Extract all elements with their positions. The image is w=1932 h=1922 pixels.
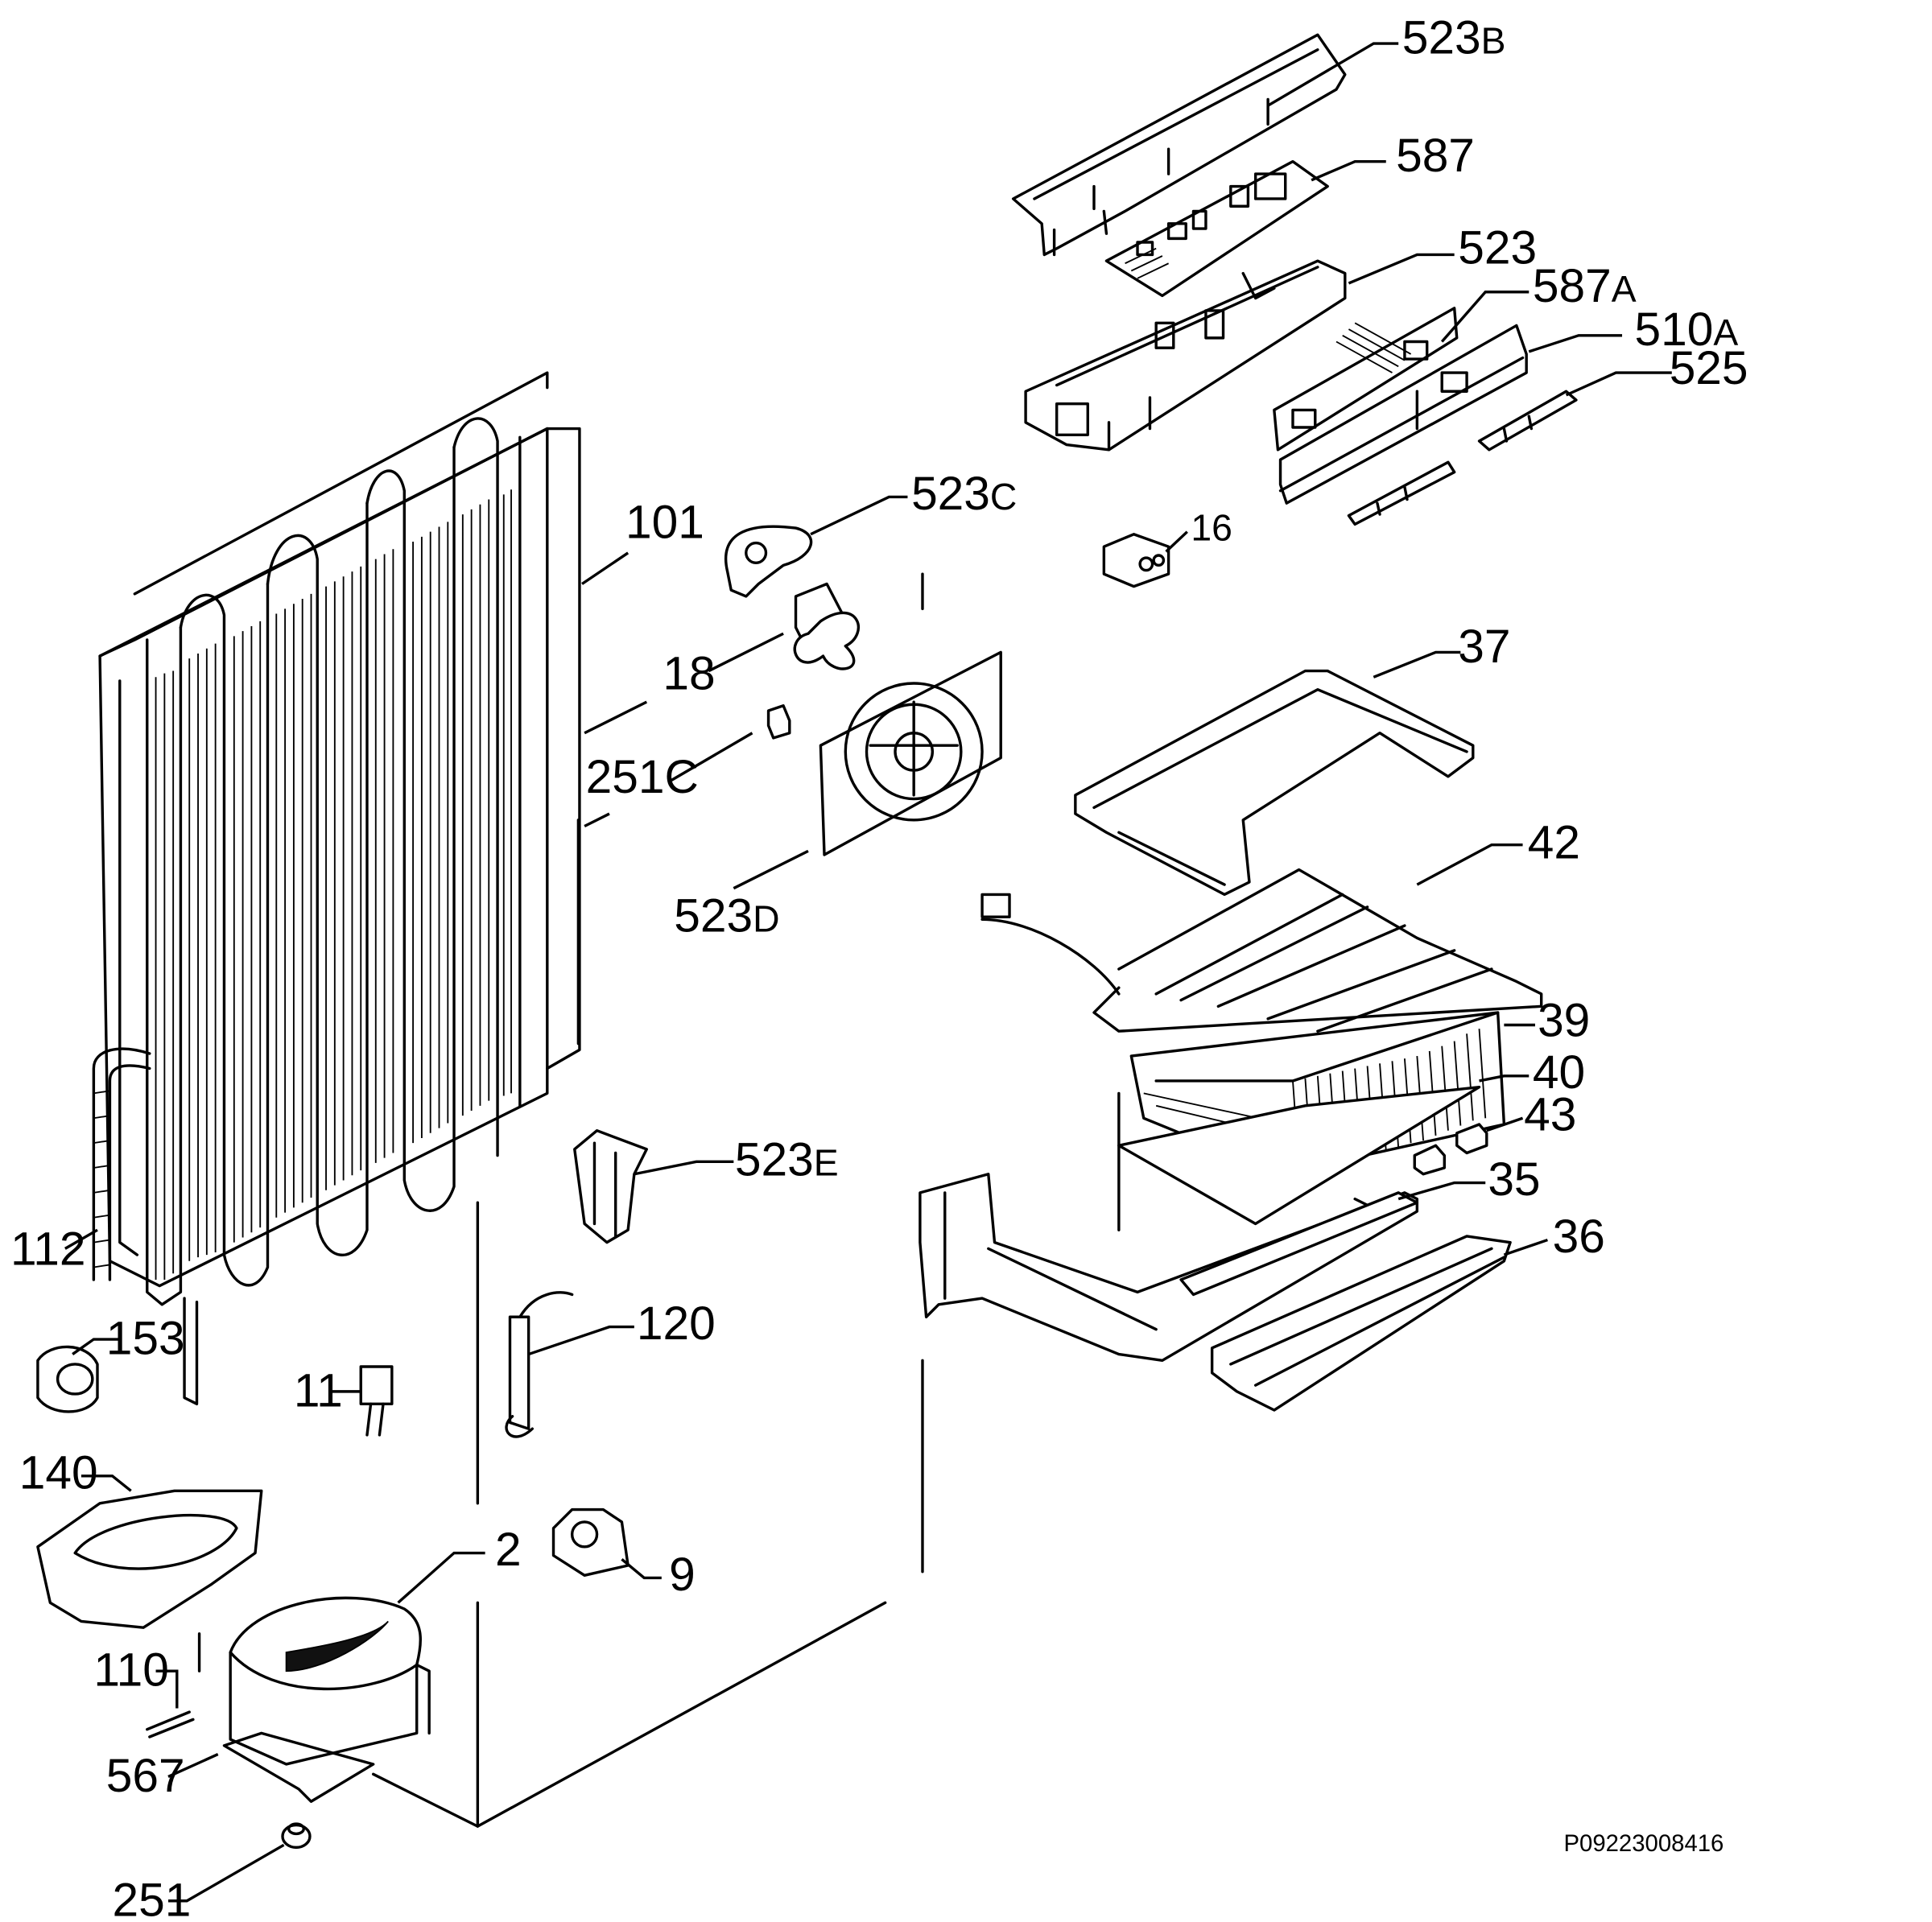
control-cover xyxy=(1011,33,1347,257)
callout-2: 2 xyxy=(495,1524,522,1576)
callout-525: 525 xyxy=(1670,342,1748,394)
drip-channel xyxy=(1210,1235,1512,1412)
thermostat-sensor xyxy=(505,1291,574,1438)
callout-101: 101 xyxy=(625,496,704,548)
callout-112: 112 xyxy=(10,1223,85,1275)
leader-lines xyxy=(64,42,1672,1903)
callout-567: 567 xyxy=(106,1750,185,1802)
compressor xyxy=(222,1596,431,1803)
callout-523C: 523C xyxy=(911,468,1017,520)
callout-42: 42 xyxy=(1528,817,1580,869)
callout-11: 11 xyxy=(294,1364,343,1417)
callout-labels: 523B 587 523 587A 510A 525 523C 101 16 1… xyxy=(10,11,1748,1922)
callout-523B: 523B xyxy=(1402,11,1506,64)
callout-37: 37 xyxy=(1458,621,1510,673)
relay-element xyxy=(359,1365,394,1437)
callout-510A: 510A xyxy=(1634,303,1738,356)
callout-523E: 523E xyxy=(735,1133,839,1186)
callout-110: 110 xyxy=(93,1644,169,1697)
callout-523: 523 xyxy=(1458,221,1537,274)
evaporator-tray xyxy=(919,1091,1419,1362)
callout-36: 36 xyxy=(1553,1211,1605,1263)
strip xyxy=(1179,1191,1419,1297)
drawing-code: P09223008416 xyxy=(1563,1830,1724,1857)
fan-motor xyxy=(793,582,860,670)
callout-587A: 587A xyxy=(1533,260,1637,312)
evaporator-heater xyxy=(980,868,1543,1033)
callout-39: 39 xyxy=(1538,994,1590,1046)
lamp-holder xyxy=(1102,533,1170,588)
callout-35: 35 xyxy=(1488,1153,1540,1206)
pcb-board xyxy=(1104,159,1329,298)
compressor-base-tray xyxy=(36,1489,263,1629)
callout-18: 18 xyxy=(663,648,715,700)
condenser xyxy=(98,417,581,1406)
drain-tube xyxy=(92,1047,151,1281)
callout-16: 16 xyxy=(1191,506,1232,548)
clips xyxy=(1413,1123,1488,1176)
callout-120: 120 xyxy=(637,1297,716,1350)
callout-587: 587 xyxy=(1396,130,1475,182)
relay-clips xyxy=(573,1129,648,1244)
callout-43: 43 xyxy=(1524,1089,1576,1141)
cable-clamp xyxy=(551,1507,630,1578)
fan-plug xyxy=(766,704,791,740)
fan-bracket xyxy=(724,525,813,598)
callout-140: 140 xyxy=(19,1446,98,1499)
shelf-frame xyxy=(1074,669,1475,897)
insulation-pad xyxy=(1117,1085,1481,1226)
control-panel xyxy=(1278,324,1528,505)
callout-523D: 523D xyxy=(674,890,779,942)
compressor-grommet xyxy=(281,1822,312,1850)
terminal-pin xyxy=(146,1710,195,1738)
callout-251C: 251C xyxy=(586,751,699,803)
callout-9: 9 xyxy=(669,1549,696,1601)
callout-153: 153 xyxy=(106,1313,185,1365)
fan-shroud xyxy=(819,650,1002,856)
callout-251: 251 xyxy=(113,1874,192,1922)
callout-40: 40 xyxy=(1533,1046,1585,1099)
control-housing xyxy=(1024,259,1347,452)
buttons xyxy=(1347,390,1578,526)
display-board xyxy=(1273,307,1459,452)
capacitor xyxy=(36,1345,99,1413)
